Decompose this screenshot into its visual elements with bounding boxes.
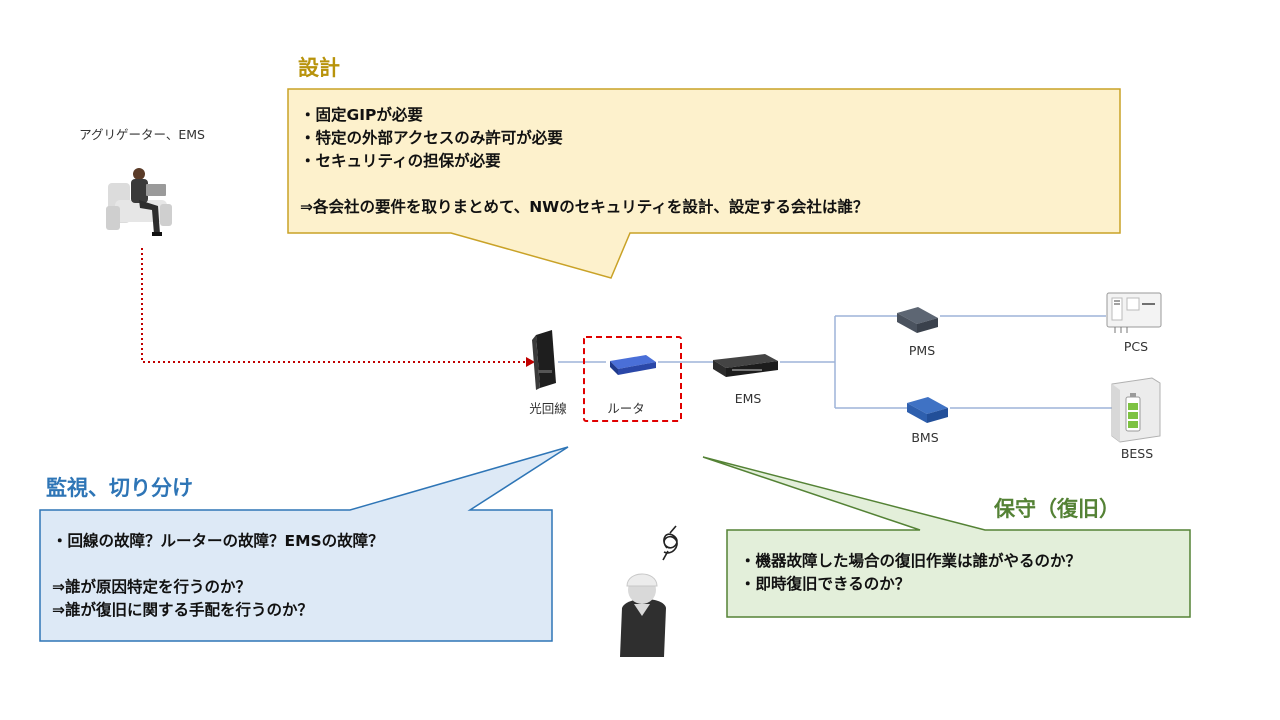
monitor-line: ⇒誰が原因特定を行うのか？ [52, 578, 251, 596]
pcs-label: PCS [1123, 339, 1149, 354]
monitor-line [52, 553, 384, 576]
monitor-line: ⇒誰が復旧に関する手配を行うのか？ [52, 601, 313, 619]
bms-label: BMS [911, 430, 939, 445]
fiber-label: 光回線 [529, 401, 567, 416]
design-line: ・固定GIPが必要 [300, 106, 423, 124]
pcs-inverter-icon [1106, 292, 1162, 333]
design-line: ・セキュリティの担保が必要 [300, 152, 501, 170]
maintenance-line: ・即時復旧できるのか？ [740, 575, 911, 593]
maintenance-title: 保守（復旧） [994, 497, 1120, 521]
aggregator-label: アグリゲーター、EMS [79, 127, 205, 142]
ems-label: EMS [734, 391, 762, 406]
monitor-title: 監視、切り分け [46, 476, 193, 500]
bess-label: BESS [1120, 446, 1154, 461]
monitor-text: ・回線の故障？ルーターの故障？EMSの故障？ ⇒誰が原因特定を行うのか？ ⇒誰が… [52, 530, 384, 622]
router-label: ルータ [607, 401, 645, 416]
maintenance-line: ・機器故障した場合の復旧作業は誰がやるのか？ [740, 552, 1082, 570]
design-line [300, 173, 868, 196]
worker-icon [620, 573, 666, 657]
pms-device-icon [897, 307, 938, 333]
maintenance-bubble [702, 456, 1191, 618]
bess-battery-icon [1111, 377, 1161, 443]
router-highlight-box [583, 336, 682, 422]
design-title: 設計 [298, 56, 340, 80]
maintenance-text: ・機器故障した場合の復旧作業は誰がやるのか？ ・即時復旧できるのか？ [740, 550, 1081, 596]
design-line: ・特定の外部アクセスのみ許可が必要 [300, 129, 563, 147]
design-line: ⇒各会社の要件を取りまとめて、NWのセキュリティを設計、設定する会社は誰？ [300, 198, 869, 216]
design-text: ・固定GIPが必要 ・特定の外部アクセスのみ許可が必要 ・セキュリティの担保が必… [300, 104, 868, 219]
router-icon [610, 355, 656, 375]
onu-icon [532, 330, 556, 390]
link-arrowhead [526, 357, 535, 367]
confused-scribble-icon [662, 525, 678, 561]
bms-device-icon [907, 397, 948, 423]
design-bubble [287, 88, 1121, 279]
monitor-bubble [39, 446, 569, 642]
pms-label: PMS [908, 343, 936, 358]
ems-device-icon [713, 354, 778, 377]
network-lines [558, 315, 1114, 409]
aggregator-link-line [141, 248, 528, 363]
monitor-line: ・回線の故障？ルーターの故障？EMSの故障？ [52, 532, 384, 550]
aggregator-person-icon [106, 168, 172, 236]
